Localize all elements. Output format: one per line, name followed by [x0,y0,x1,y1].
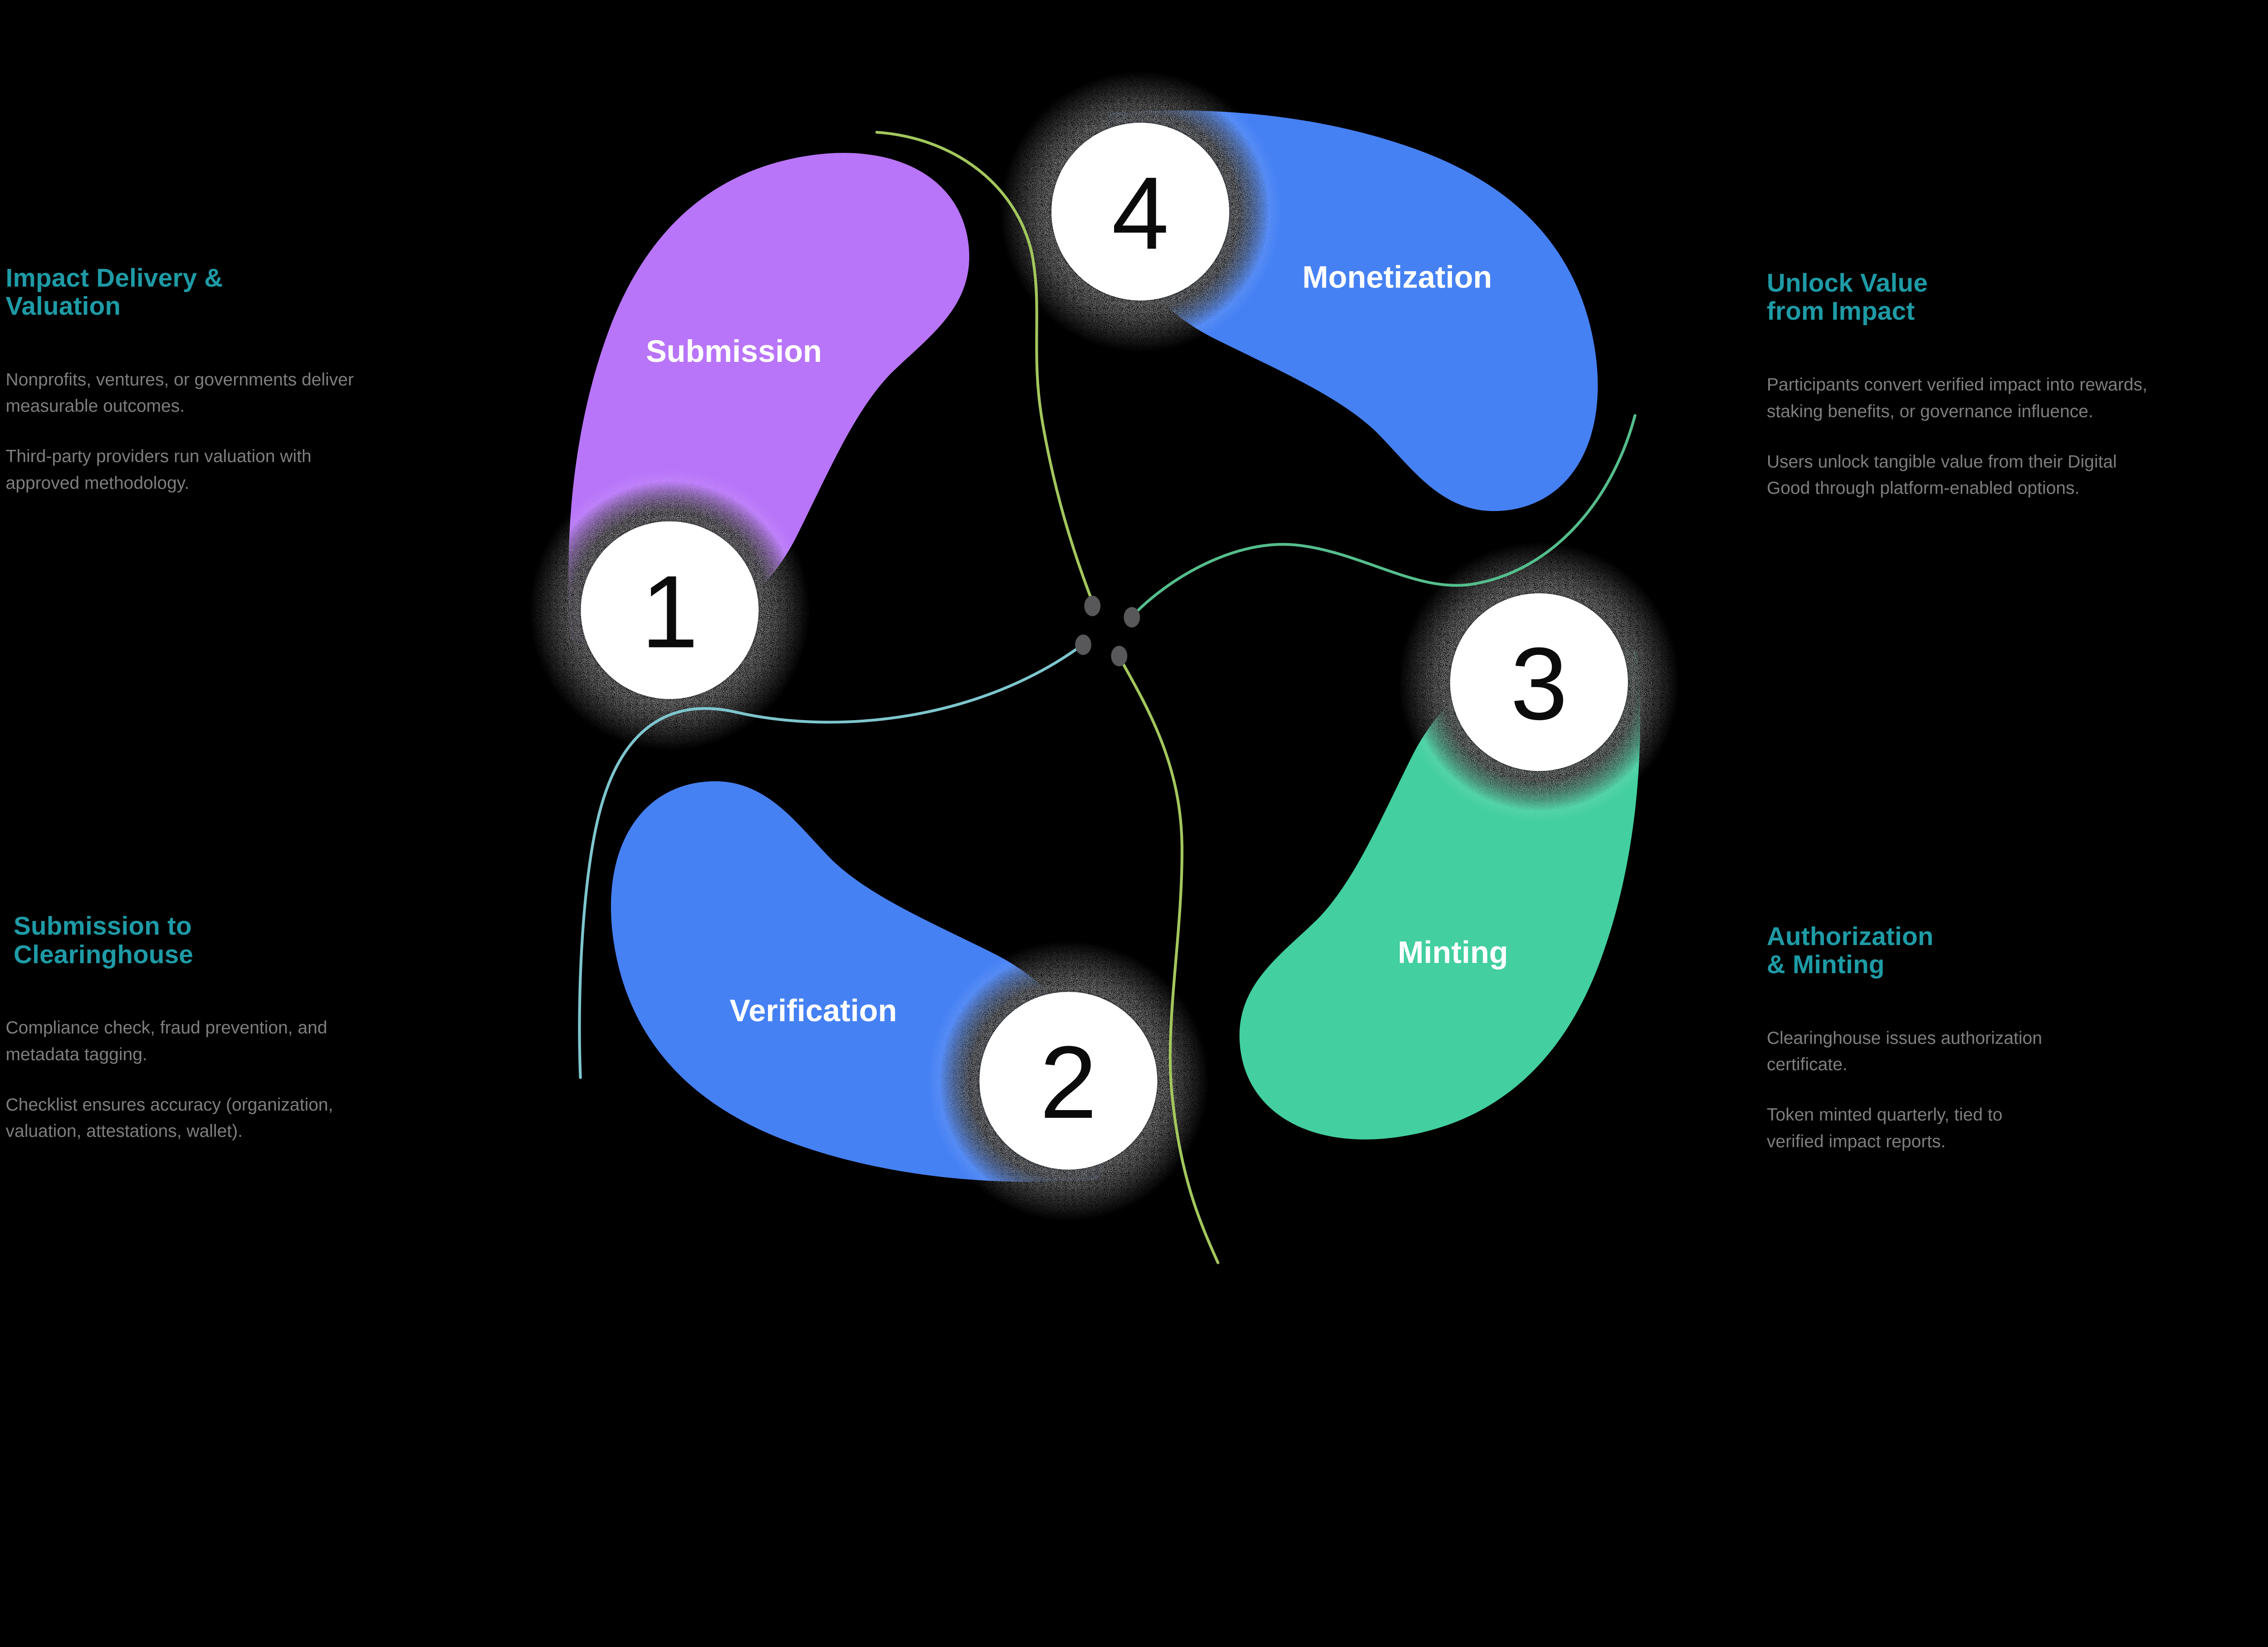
paragraph: Clearinghouse issues authorization certi… [1767,1028,2043,1075]
paragraph: Participants convert verified impact int… [1767,375,2147,421]
paragraph: Nonprofits, ventures, or governments del… [5,370,354,416]
label-verification: Verification [730,993,897,1028]
paragraph: Users unlock tangible value from their D… [1767,452,2117,498]
label-monetization: Monetization [1302,260,1492,295]
label-minting: Minting [1398,935,1508,970]
paragraph: Token minted quarterly, tied to verified… [1767,1105,2003,1151]
paragraph: Third-party providers run valuation with… [5,447,312,493]
step-number-4: 4 [1112,156,1169,271]
text-block-impact-delivery: Impact Delivery & Valuation Nonprofits, … [5,263,459,521]
step-number-1: 1 [641,554,698,669]
text-block-unlock-value: Unlock Value from Impact Participants co… [1767,269,2263,526]
step-number-3: 3 [1510,626,1568,741]
hub-dots [1075,595,1140,667]
paragraph: Compliance check, fraud prevention, and … [5,1018,327,1064]
connector-right-curve [1130,414,1637,618]
cycle-diagram: 1 2 3 4 Submission Verification Minting … [529,71,1680,1264]
heading-impact-delivery: Impact Delivery & Valuation [5,263,223,321]
text-block-authorization-minting: Authorization & Minting Clearinghouse is… [1767,922,2263,1179]
step-labels: Submission Verification Minting Monetiza… [646,260,1508,1028]
heading-authorization-minting: Authorization & Minting [1767,922,1934,979]
hub-dot-bottom-right [1111,646,1128,667]
hub-dot-top-right [1124,607,1140,628]
step-circle-2 [979,992,1158,1170]
step-circle-1 [581,521,759,699]
connector-bottom-curve [1118,655,1220,1264]
infographic-canvas: 1 2 3 4 Submission Verification Minting … [5,71,2263,1264]
label-submission: Submission [646,334,822,369]
heading-unlock-value: Unlock Value from Impact [1767,268,1928,326]
hub-dot-bottom-left [1075,634,1091,655]
step-circles: 1 2 3 4 [581,122,1628,1170]
connector-curves [578,131,1637,1264]
connector-top-curve [875,131,1094,604]
step-circle-3 [1450,593,1628,771]
connector-left-curve [578,643,1084,1079]
step-circle-4 [1051,122,1230,301]
step-number-2: 2 [1040,1025,1097,1140]
paragraph: Checklist ensures accuracy (organization… [5,1095,333,1141]
heading-submission-clearinghouse: Submission to Clearinghouse [14,911,194,969]
hub-dot-top-left [1084,595,1101,616]
text-block-submission-clearinghouse: Submission to Clearinghouse Compliance c… [6,912,459,1169]
